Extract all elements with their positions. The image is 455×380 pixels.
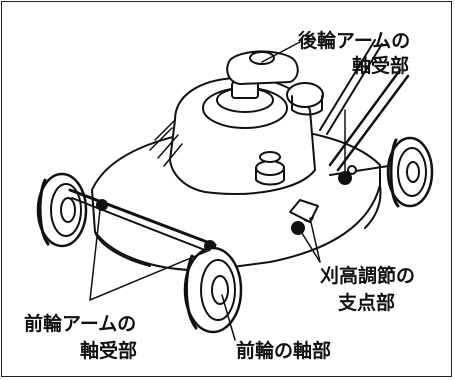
label-front-axle: 前輪の軸部 <box>236 340 332 362</box>
front-wheel-left <box>36 172 88 248</box>
label-rear-arm-pivot-line1: 後輪アームの <box>298 30 411 52</box>
handle-bar <box>328 68 402 167</box>
air-cleaner <box>286 82 324 108</box>
rear-wheel-right <box>386 136 434 208</box>
label-height-adjust-line2: 支点部 <box>338 292 396 314</box>
front-axle-bar <box>68 188 217 247</box>
label-front-arm-pivot-line2: 軸受部 <box>80 340 138 362</box>
label-front-arm-pivot-line1: 前輪アームの <box>24 313 137 335</box>
front-wheel-right <box>183 246 243 334</box>
label-height-adjust-line1: 刈高調節の <box>320 265 416 287</box>
label-rear-arm-pivot-line2: 軸受部 <box>352 55 410 77</box>
leader-lines <box>89 41 346 341</box>
